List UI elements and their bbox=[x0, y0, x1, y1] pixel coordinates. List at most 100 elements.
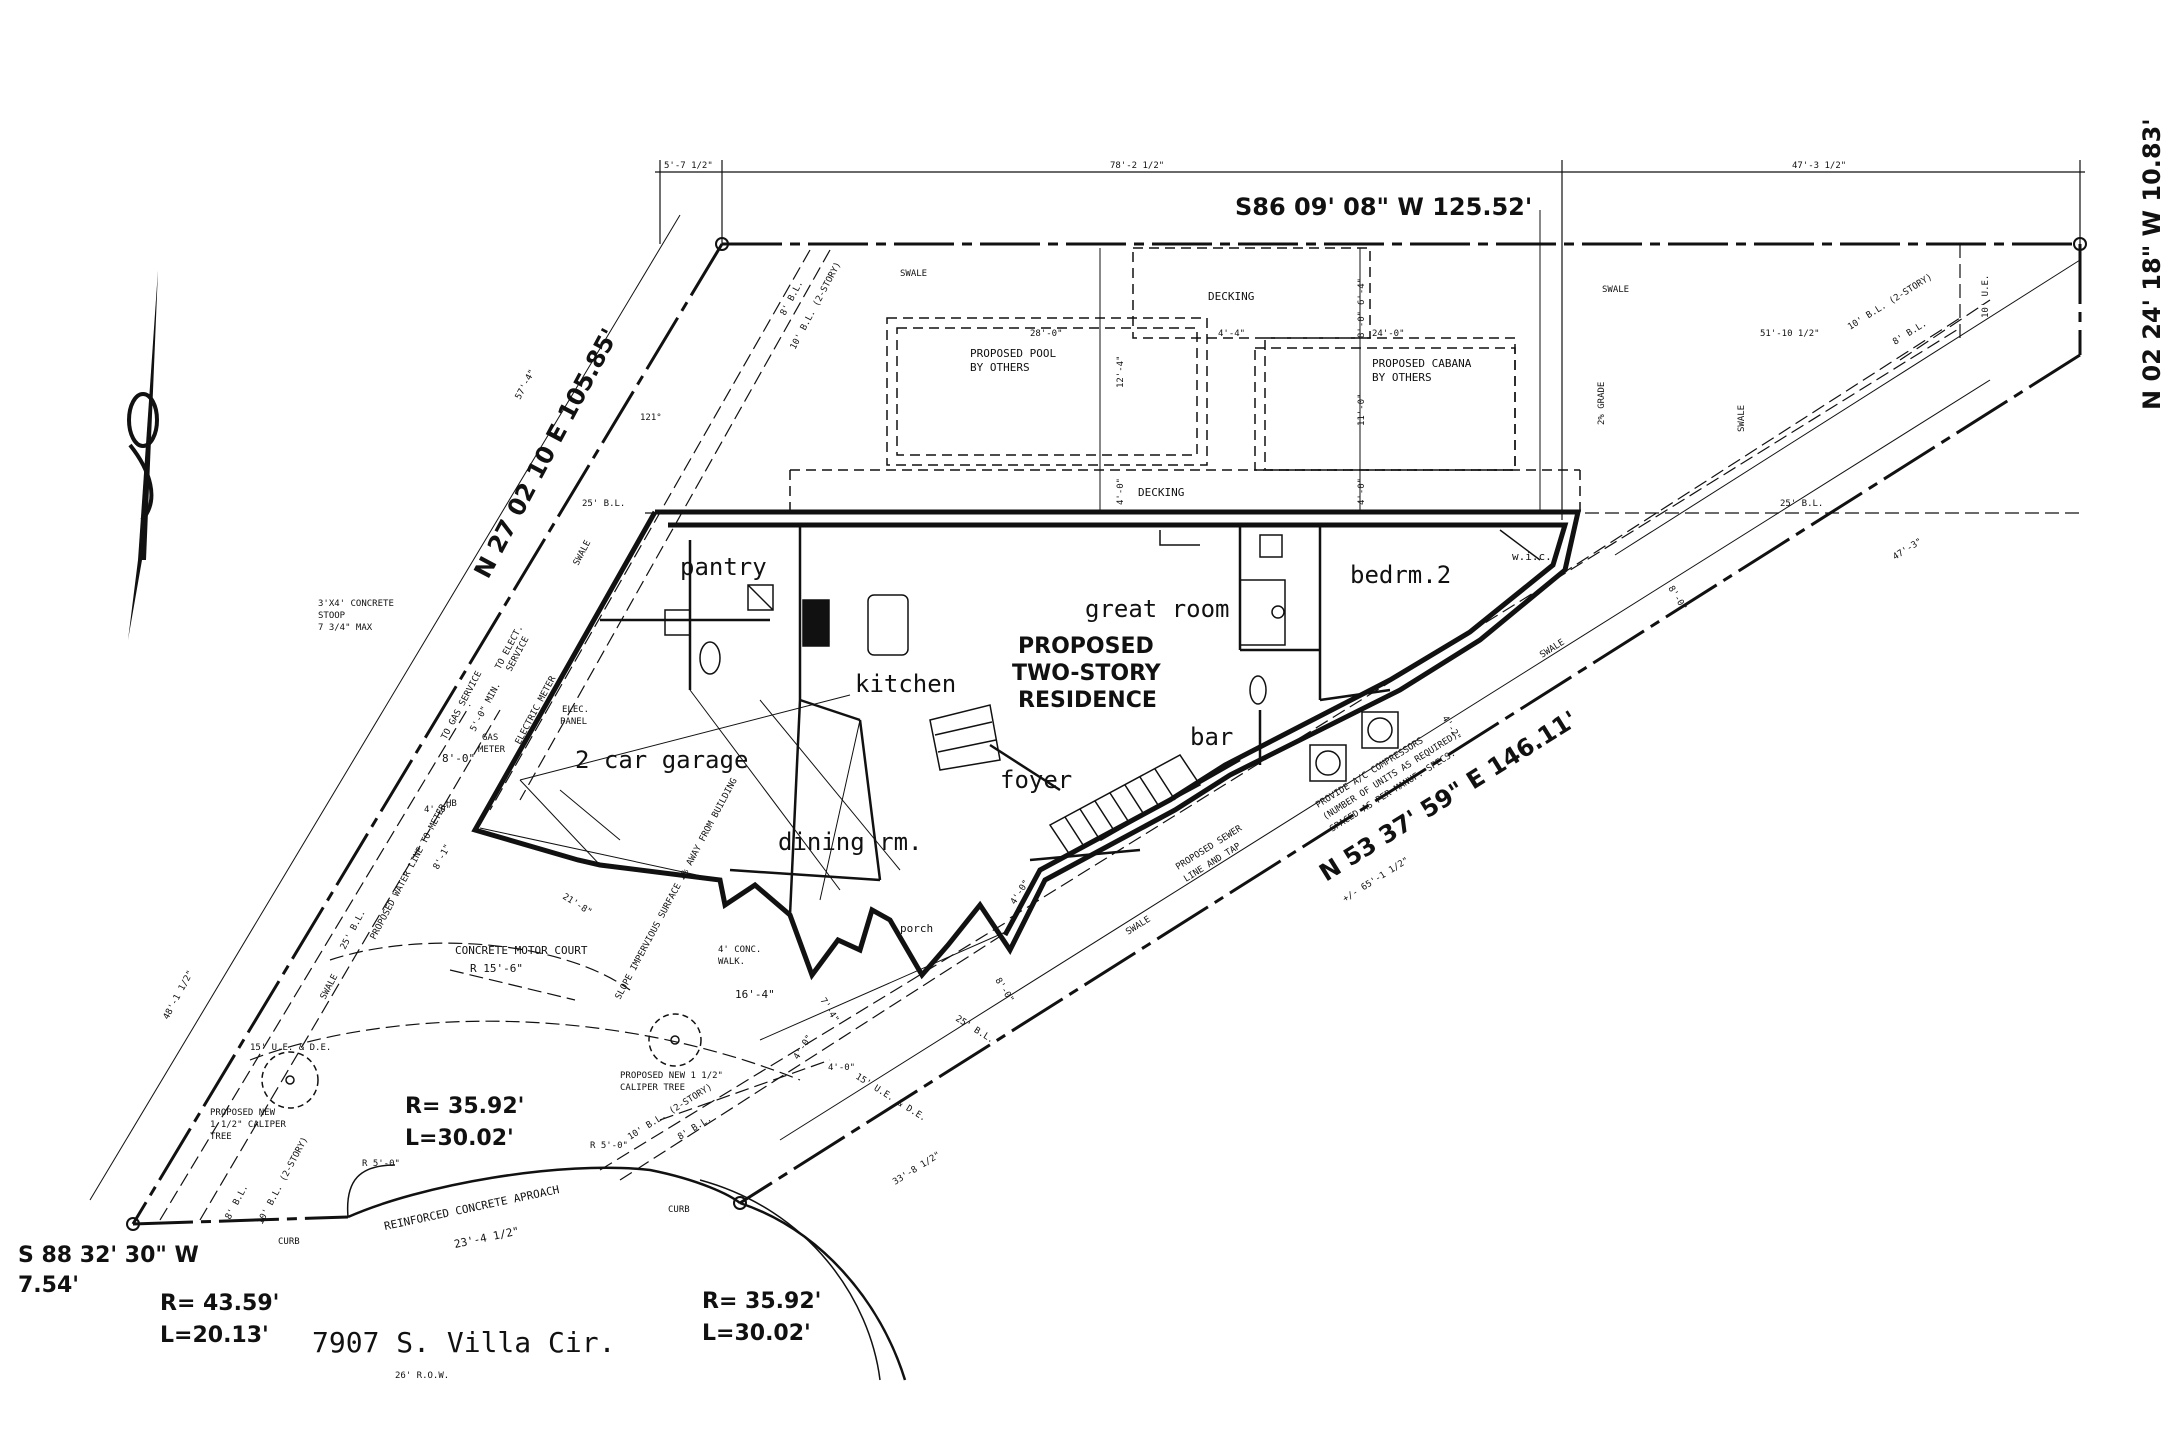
bearing-southwest: S 88 32' 30" W bbox=[18, 1243, 199, 1268]
dimension: 47'-3 1/2" bbox=[1792, 161, 1846, 171]
note: 4' CONC. bbox=[718, 945, 761, 955]
row-note: 26' R.O.W. bbox=[395, 1371, 449, 1381]
note: 10' B.L. (2-STORY) bbox=[256, 1136, 311, 1227]
top-dimension-string bbox=[655, 160, 2085, 520]
note: GAS bbox=[482, 733, 498, 743]
note: SWALE bbox=[1737, 405, 1747, 432]
bearing-east: N 02 24' 18" W 10.83' bbox=[2138, 118, 2166, 410]
dimension: 8'-0" bbox=[1665, 584, 1688, 612]
note: BY OTHERS bbox=[1372, 371, 1432, 384]
note: PROPOSED NEW bbox=[210, 1108, 276, 1118]
note: CONCRETE MOTOR COURT bbox=[455, 944, 588, 957]
note: SWALE bbox=[572, 539, 594, 568]
property-boundary bbox=[131, 242, 2082, 1226]
note: 3'X4' CONCRETE bbox=[318, 599, 394, 609]
motor-court bbox=[249, 942, 801, 1081]
bearing-southwest-length: 7.54' bbox=[18, 1273, 79, 1298]
dimension: 6'-4" bbox=[1357, 278, 1367, 305]
note: METER bbox=[478, 745, 506, 755]
curve-label: R= 43.59' bbox=[160, 1291, 279, 1316]
interior-walls bbox=[600, 525, 1391, 916]
dimension: 16'-4" bbox=[735, 988, 775, 1001]
note: ELECTRIC METER bbox=[514, 674, 559, 746]
note: PROPOSED POOL bbox=[970, 347, 1056, 360]
note: 7 3/4" MAX bbox=[318, 623, 373, 633]
note: BY OTHERS bbox=[970, 361, 1030, 374]
curve-label: L=30.02' bbox=[702, 1321, 811, 1346]
setback-lines bbox=[159, 244, 2080, 1221]
dimension: 4'-0" bbox=[1116, 478, 1126, 505]
dimension: 33'-8 1/2" bbox=[891, 1150, 942, 1187]
note: PROPOSED CABANA bbox=[1372, 357, 1472, 370]
note: 15' U.E. & D.E. bbox=[853, 1072, 927, 1124]
dimension: 47'-3" bbox=[1891, 537, 1924, 563]
note: 10' U.E. bbox=[1981, 275, 1991, 318]
note: REINFORCED CONCRETE APROACH bbox=[383, 1183, 561, 1233]
proposed-title: TWO-STORY bbox=[1012, 661, 1162, 686]
room-label: great room bbox=[1085, 595, 1230, 623]
note: PANEL bbox=[560, 717, 587, 727]
note: 23'-4 1/2" bbox=[453, 1224, 520, 1250]
note: DECKING bbox=[1138, 486, 1184, 499]
staircase bbox=[929, 704, 1202, 856]
note: SWALE bbox=[1124, 915, 1152, 938]
note: 25' B.L. bbox=[582, 499, 625, 509]
note: 1 1/2" CALIPER bbox=[210, 1120, 286, 1130]
note: 8' B.L. bbox=[224, 1183, 251, 1221]
dimension: 4'-0" bbox=[1357, 478, 1367, 505]
note: HB bbox=[446, 799, 457, 809]
ac-compressor-icon bbox=[1309, 711, 1399, 782]
note: 25' B.L. bbox=[953, 1014, 995, 1045]
bearing-north: S86 09' 08" W 125.52' bbox=[1235, 193, 1532, 221]
note: DECKING bbox=[1208, 290, 1254, 303]
dimension: 12'-4" bbox=[1116, 355, 1126, 388]
dimension: 28'-0" bbox=[1030, 329, 1063, 339]
note: 15' U.E. & D.E. bbox=[250, 1043, 331, 1053]
dimension: 57'-4" bbox=[514, 368, 538, 401]
room-label: pantry bbox=[680, 553, 767, 581]
dimension: 8'-0" bbox=[992, 976, 1015, 1004]
dimension: 4'-0" bbox=[828, 1063, 855, 1073]
curve-label: L=30.02' bbox=[405, 1126, 514, 1151]
curve-label: L=20.13' bbox=[160, 1323, 269, 1348]
dimension: 7'-4" bbox=[817, 996, 840, 1024]
note: 8' B.L. bbox=[1891, 319, 1928, 348]
note: 25' B.L. bbox=[1780, 499, 1823, 509]
north-arrow-icon bbox=[127, 270, 159, 640]
note: CURB bbox=[278, 1237, 300, 1247]
dimension: 8'-1" bbox=[432, 843, 454, 872]
dimension: 21'-8" bbox=[560, 892, 593, 918]
room-label: bedrm.2 bbox=[1350, 561, 1451, 589]
dimension: 51'-10 1/2" bbox=[1760, 329, 1820, 339]
property-corner-marker bbox=[126, 1217, 140, 1231]
note: SWALE bbox=[1602, 285, 1629, 295]
room-label: dining rm. bbox=[778, 828, 923, 856]
dimension: 11'-0" bbox=[1357, 393, 1367, 426]
room-label: bar bbox=[1190, 723, 1233, 751]
note: 2% GRADE bbox=[1597, 382, 1607, 425]
fixtures bbox=[664, 529, 1541, 705]
cul-de-sac-curb bbox=[346, 1164, 907, 1381]
note: 121° bbox=[640, 413, 662, 423]
sketch-lines bbox=[479, 689, 901, 901]
dimension: 5'-7 1/2" bbox=[664, 161, 713, 171]
note: ELEC. bbox=[562, 705, 589, 715]
property-corner-marker bbox=[733, 1196, 747, 1210]
dimension-lines bbox=[89, 210, 2081, 1201]
dimension: 78'-2 1/2" bbox=[1110, 161, 1164, 171]
address: 7907 S. Villa Cir. bbox=[312, 1326, 615, 1359]
note: TREE bbox=[210, 1132, 232, 1142]
note: CALIPER TREE bbox=[620, 1083, 685, 1093]
room-label: foyer bbox=[1000, 766, 1072, 794]
proposed-title: RESIDENCE bbox=[1018, 688, 1157, 713]
room-label: kitchen bbox=[855, 670, 956, 698]
room-label: porch bbox=[900, 922, 933, 935]
note: R 5'-0" bbox=[362, 1159, 400, 1169]
dimension: 4'-0" bbox=[424, 805, 451, 815]
room-label: 2 car garage bbox=[575, 746, 748, 774]
room-label: w.i.c. bbox=[1512, 550, 1552, 563]
dimension: 24'-0" bbox=[1372, 329, 1405, 339]
note: CURB bbox=[668, 1205, 690, 1215]
pool-area bbox=[789, 247, 1581, 512]
note: R 15'-6" bbox=[470, 962, 523, 975]
